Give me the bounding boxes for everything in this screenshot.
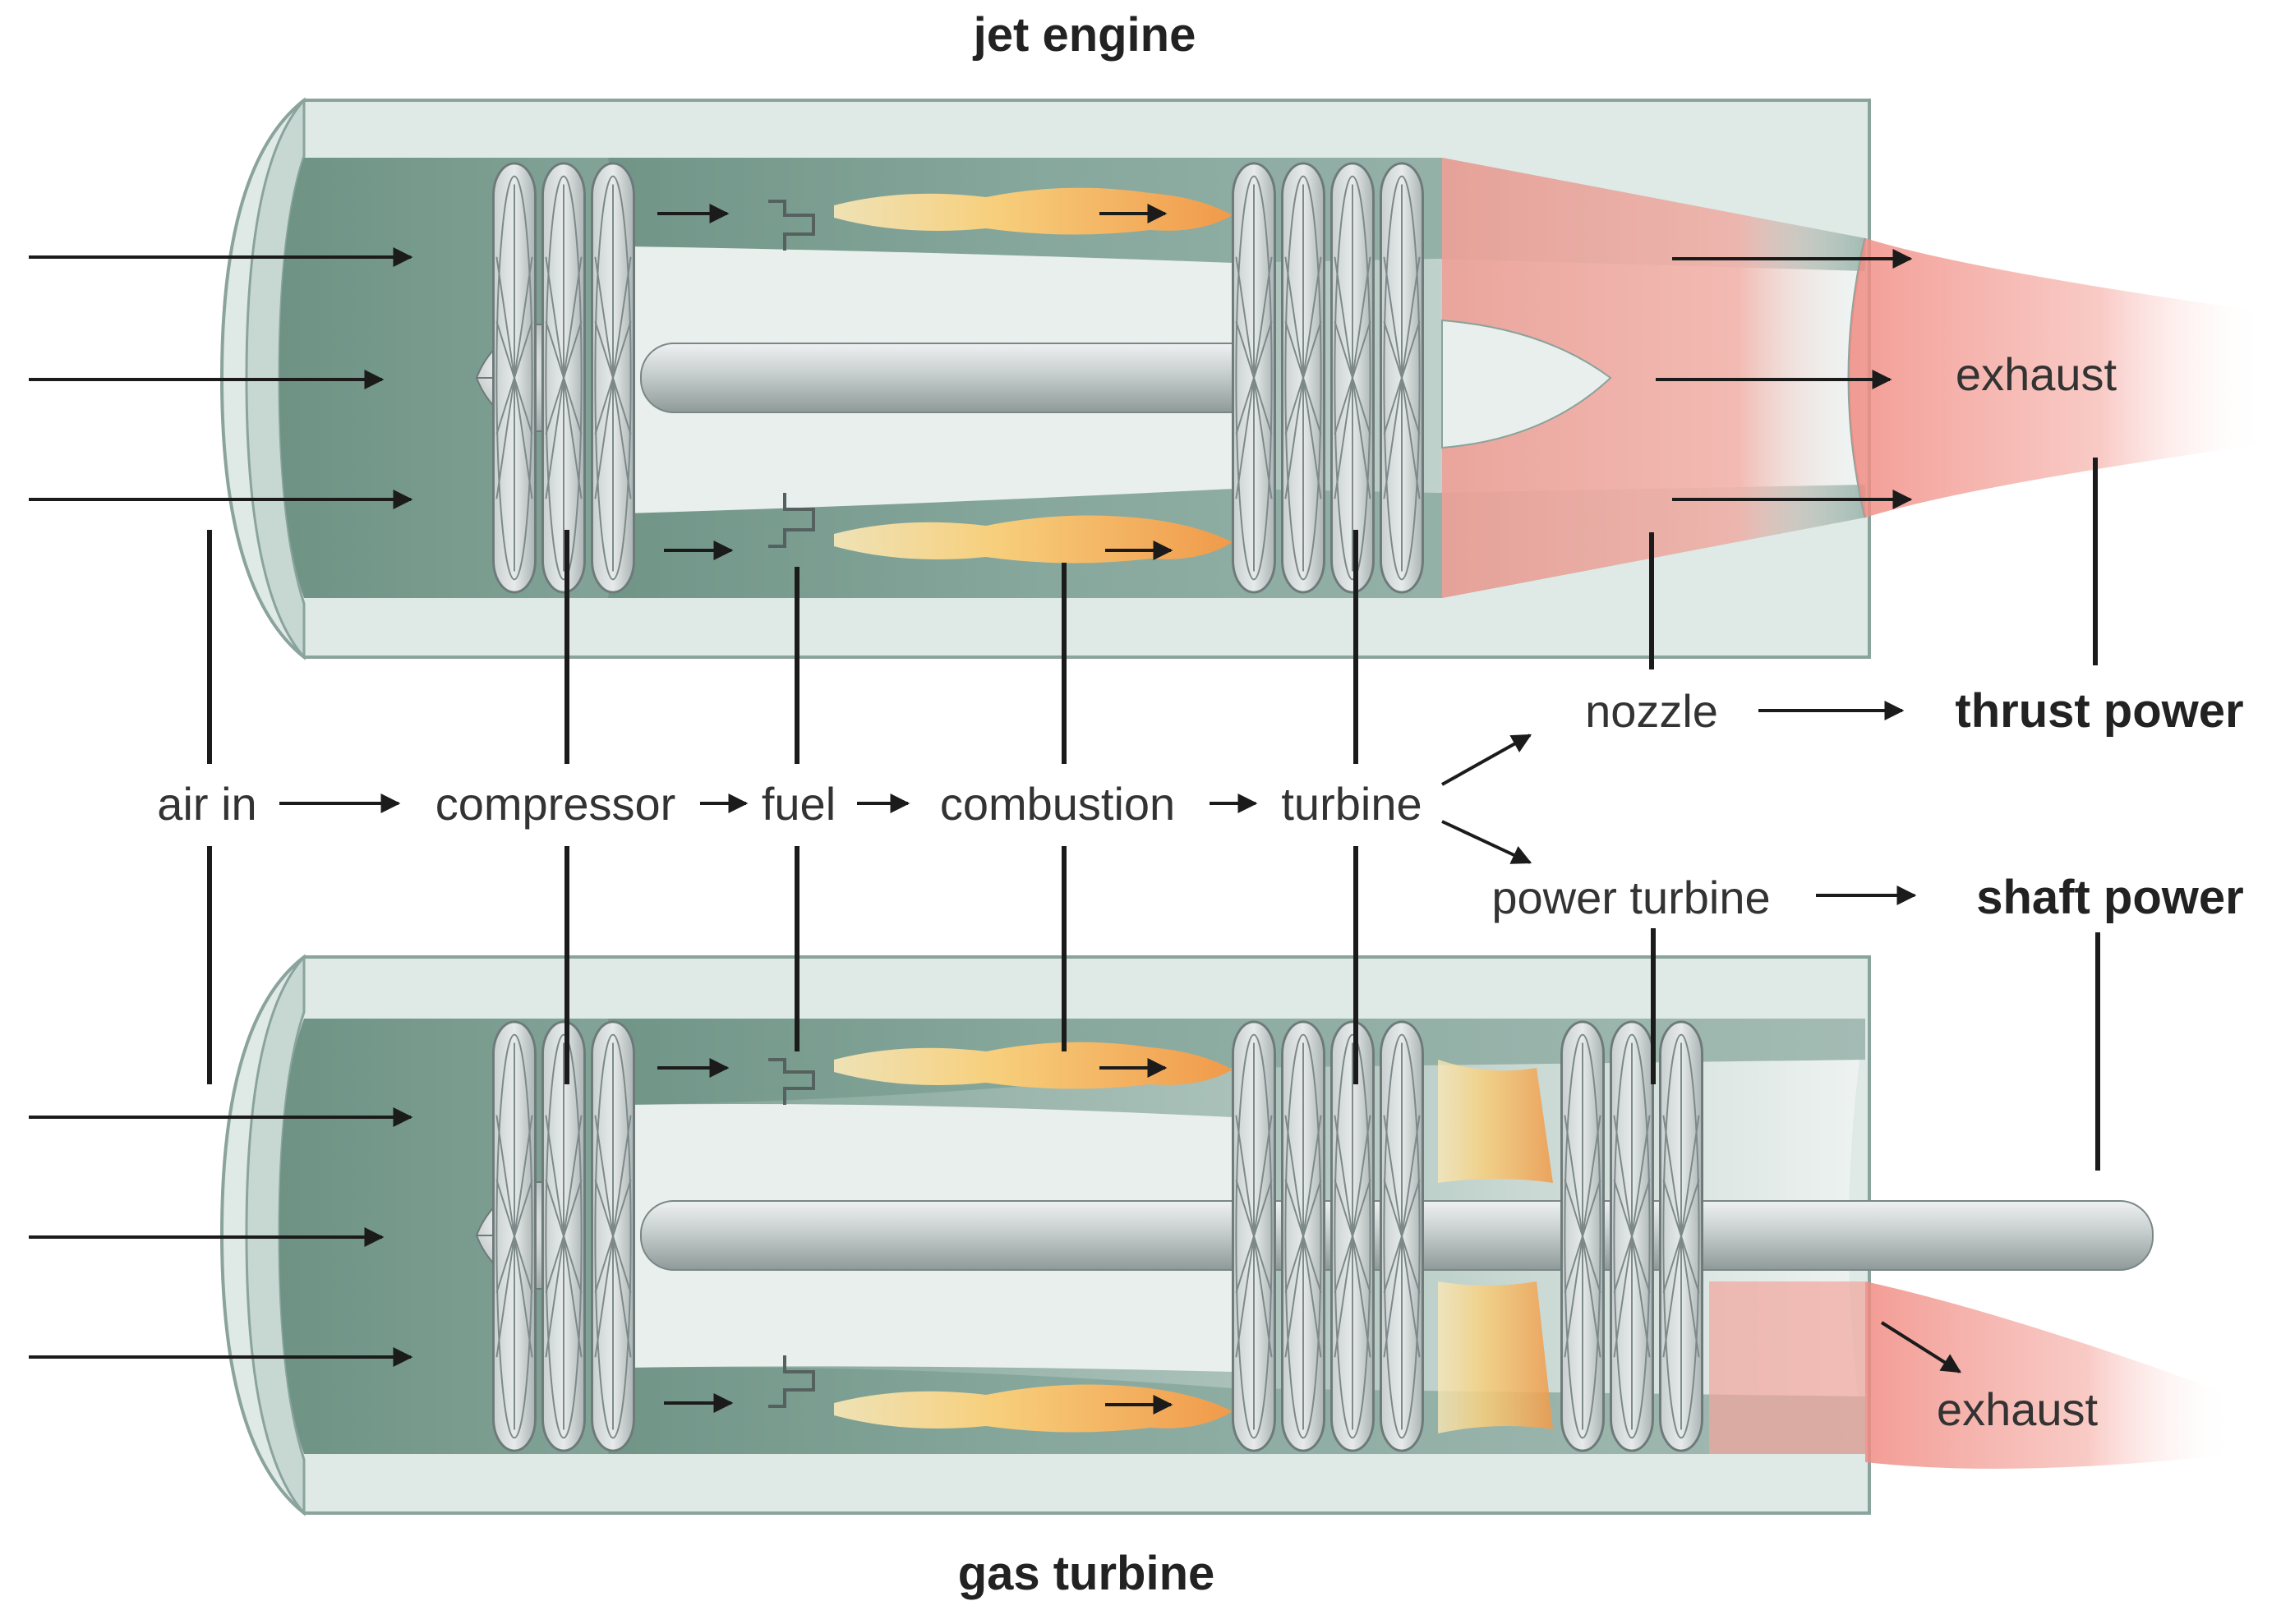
label-shaft-power: shaft power [1976, 871, 2244, 924]
label-compressor: compressor [435, 778, 676, 830]
label-power-turbine: power turbine [1491, 872, 1770, 923]
leader-lines [207, 458, 2100, 1171]
flow-chain-arrows [279, 701, 1917, 905]
label-fuel: fuel [762, 778, 836, 830]
label-turbine: turbine [1281, 778, 1422, 830]
jet-engine-illustration [219, 97, 2268, 660]
gas-turbine-title: gas turbine [958, 1547, 1215, 1600]
jet-engine-title: jet engine [973, 8, 1196, 62]
label-exhaust-bottom: exhaust [1937, 1383, 2099, 1435]
airflow-arrows [29, 204, 1962, 1415]
gas-turbine-illustration [219, 954, 2235, 1516]
label-nozzle: nozzle [1585, 685, 1718, 737]
label-combustion: combustion [940, 778, 1175, 830]
label-air-in: air in [157, 778, 256, 830]
label-exhaust-top: exhaust [1956, 348, 2117, 400]
label-thrust-power: thrust power [1955, 684, 2243, 738]
